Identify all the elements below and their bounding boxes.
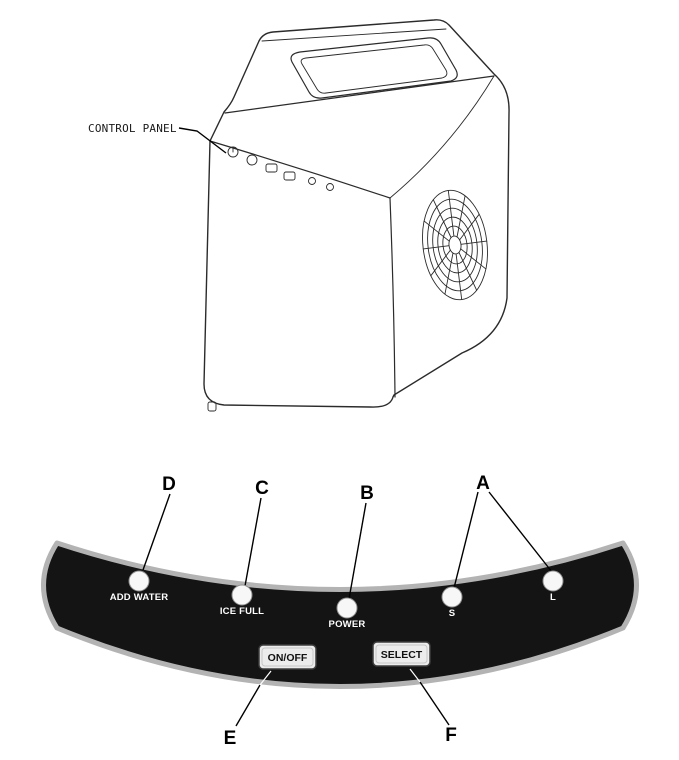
callout-a: A (476, 473, 490, 494)
control-panel-diagram: ADD WATER ICE FULL POWER S L ON/OFF SELE… (41, 473, 639, 749)
indicator-ice-full: ICE FULL (220, 584, 264, 617)
lid-back-seam (261, 28, 447, 42)
ice-maker-illustration: CONTROL PANEL (88, 19, 510, 412)
select-button-label: SELECT (381, 649, 423, 661)
add-water-light (128, 570, 150, 592)
fan-spokes (422, 189, 488, 301)
on-off-button-label: ON/OFF (268, 652, 308, 664)
callout-f: F (445, 725, 457, 746)
on-off-button-face[interactable] (258, 644, 317, 670)
indicator-small-ice: S (441, 586, 463, 619)
front-side-divider (389, 197, 396, 398)
power-light (336, 597, 358, 619)
small-ice-label: S (449, 608, 456, 619)
callout-c: C (255, 478, 269, 499)
on-off-button-inset (261, 647, 314, 667)
indicator-power: POWER (329, 597, 366, 630)
indicator-add-water: ADD WATER (110, 570, 169, 603)
callout-b: B (360, 483, 374, 504)
front-foot (207, 401, 217, 412)
callout-line-e-inner (259, 670, 272, 686)
callout-line-a-s (453, 491, 479, 589)
power-label: POWER (329, 619, 366, 630)
panel-icon (265, 163, 278, 173)
add-water-label: ADD WATER (110, 592, 169, 603)
callout-line-f (419, 681, 450, 726)
select-button-face[interactable] (372, 641, 431, 667)
large-ice-label: L (550, 592, 556, 603)
callout-line-c (244, 497, 262, 587)
lid-front-edge (224, 75, 495, 114)
lid-window-inner (300, 44, 448, 94)
bevel-right-edge (389, 75, 495, 199)
ice-maker-body (203, 19, 510, 408)
control-panel-leader-line (178, 127, 227, 154)
select-button[interactable]: SELECT (372, 641, 431, 667)
ice-full-light (231, 584, 253, 606)
panel-icon (283, 171, 296, 181)
control-panel-label: CONTROL PANEL (88, 122, 177, 135)
on-off-button[interactable]: ON/OFF (258, 644, 317, 670)
callout-line-d (142, 493, 171, 571)
callout-line-e (235, 684, 261, 727)
callout-e: E (224, 728, 237, 749)
callout-line-a-l (488, 491, 553, 573)
air-vent-fan (422, 189, 488, 301)
lid-window-outer (290, 37, 458, 99)
panel-icon-row (227, 146, 334, 191)
panel-icon (246, 154, 258, 166)
callout-line-b (348, 502, 367, 600)
ice-full-label: ICE FULL (220, 606, 264, 617)
panel-icon (308, 177, 316, 185)
panel-icon (227, 146, 239, 158)
panel-icon (326, 183, 334, 191)
callout-d: D (162, 474, 176, 495)
indicator-large-ice: L (542, 570, 564, 603)
callout-line-f-inner (409, 668, 421, 683)
small-ice-light (441, 586, 463, 608)
select-button-inset (375, 644, 428, 664)
large-ice-light (542, 570, 564, 592)
